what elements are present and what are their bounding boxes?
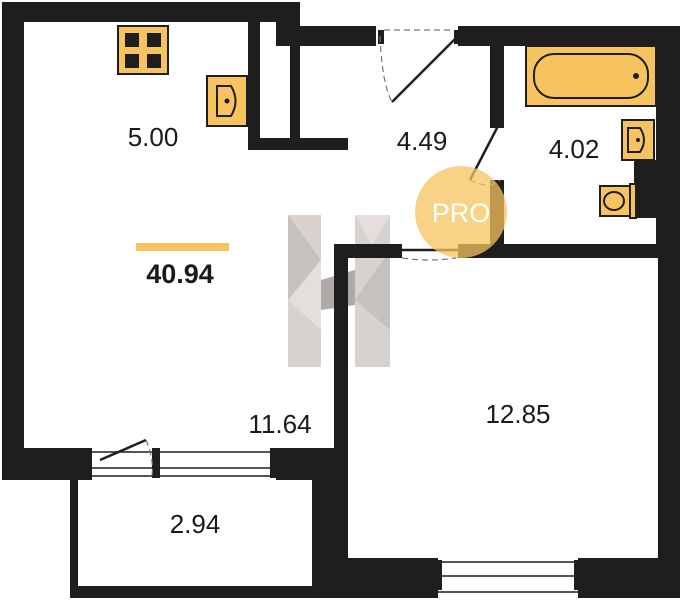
pro-badge: PRO bbox=[415, 166, 507, 258]
sink-icon bbox=[206, 75, 248, 127]
balcony-door bbox=[99, 438, 153, 477]
bedroom-window bbox=[434, 560, 582, 593]
pro-badge-label: PRO bbox=[432, 198, 491, 228]
stove-icon bbox=[117, 25, 169, 75]
room-area-kitchen: 5.00 bbox=[128, 122, 179, 152]
total-area: 40.94 bbox=[146, 259, 214, 289]
accent-bar bbox=[136, 243, 229, 251]
room-area-bedroom: 12.85 bbox=[485, 399, 550, 429]
bathtub-icon bbox=[525, 45, 657, 107]
room-area-balcony: 2.94 bbox=[170, 509, 221, 539]
bathroom-sink-icon bbox=[621, 119, 655, 161]
entrance-door bbox=[378, 29, 460, 103]
room-area-bathroom: 4.02 bbox=[549, 134, 600, 164]
toilet-icon bbox=[599, 183, 637, 219]
room-area-hallway: 4.49 bbox=[397, 126, 448, 156]
room-area-living: 11.64 bbox=[248, 409, 311, 439]
balcony-window bbox=[92, 448, 278, 478]
